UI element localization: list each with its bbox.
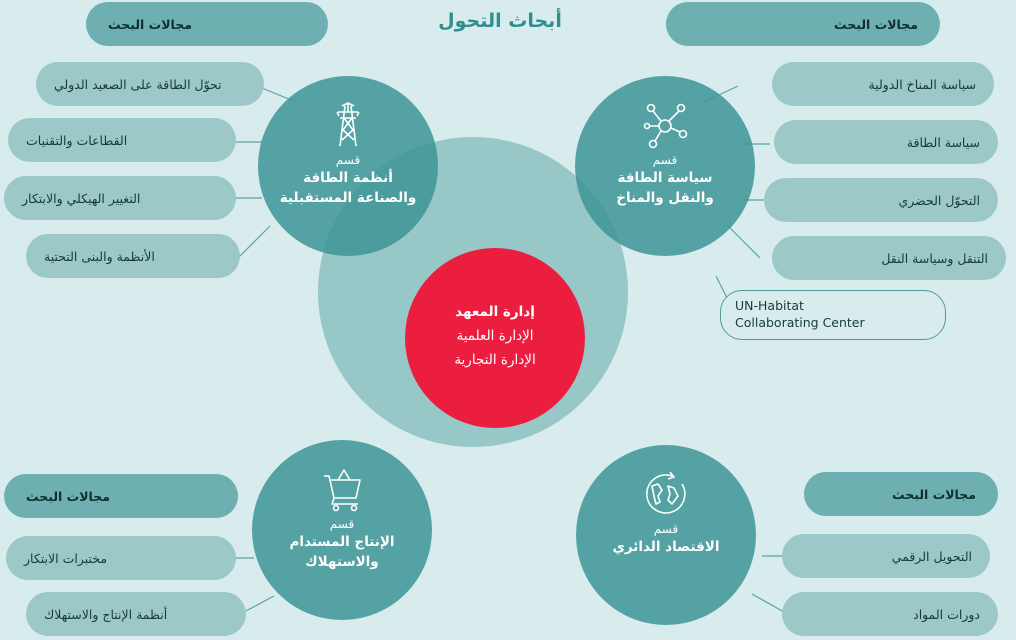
- connector-line: [751, 593, 785, 613]
- area-pill-international-climate: سياسة المناخ الدولية: [772, 62, 994, 106]
- dept-prefix: قسم: [335, 153, 361, 167]
- dept-name-line2: والصناعة المستقبلية: [279, 189, 417, 206]
- area-pill-international-energy: تحوّل الطاقة على الصعيد الدولي: [36, 62, 264, 106]
- institute-management-title: إدارة المعهد: [455, 303, 535, 320]
- area-pill-systems-infrastructure: الأنظمة والبنى التحتية: [26, 234, 240, 278]
- diagram-title: أبحاث التحول: [438, 10, 562, 32]
- institute-management-circle: إدارة المعهد الإدارة العلمية الإدارة الت…: [405, 248, 585, 428]
- dept-name-line2: والاستهلاك: [305, 553, 379, 570]
- dept-prefix: قسم: [652, 153, 678, 167]
- dept-name-line2: والنقل والمناخ: [616, 189, 714, 206]
- area-pill-energy-policy: سياسة الطاقة: [774, 120, 998, 164]
- shopping-cart-icon: [320, 466, 364, 512]
- area-pill-material-cycles: دورات المواد: [782, 592, 998, 636]
- dept-sustainable-production: قسم الإنتاج المستدام والاستهلاك: [252, 440, 432, 620]
- area-pill-sectors-technologies: القطاعات والتقنيات: [8, 118, 236, 162]
- dept-name-line1: الاقتصاد الدائري: [612, 539, 720, 556]
- dept-prefix: قسم: [329, 517, 355, 531]
- un-habitat-line: UN-Habitat: [735, 298, 804, 314]
- research-areas-header-bottom-left: مجالات البحث: [4, 474, 238, 518]
- dept-prefix: قسم: [653, 522, 679, 536]
- connector-line: [243, 595, 275, 613]
- dept-name-line1: الإنتاج المستدام: [289, 534, 395, 551]
- power-pylon-icon: [328, 102, 368, 148]
- area-pill-mobility-policy: التنقل وسياسة النقل: [772, 236, 1006, 280]
- research-areas-header-top-left: مجالات البحث: [86, 2, 328, 46]
- research-areas-header-top-right: مجالات البحث: [666, 2, 940, 46]
- area-pill-digital-transformation: التحويل الرقمي: [782, 534, 990, 578]
- dept-name-line1: سياسة الطاقة: [617, 170, 713, 187]
- dept-circular-economy: قسم الاقتصاد الدائري: [576, 445, 756, 625]
- area-pill-production-consumption: أنظمة الإنتاج والاستهلاك: [26, 592, 246, 636]
- scientific-management-label: الإدارة العلمية: [456, 327, 534, 344]
- area-pill-urban-transition: التحوّل الحضري: [764, 178, 998, 222]
- area-pill-structural-change: التغيير الهيكلي والابتكار: [4, 176, 236, 220]
- business-management-label: الإدارة التجارية: [454, 352, 536, 368]
- dept-name-line1: أنظمة الطاقة: [303, 170, 393, 187]
- research-areas-header-bottom-right: مجالات البحث: [804, 472, 998, 516]
- network-nodes-icon: [639, 102, 691, 149]
- dept-energy-policy: قسم سياسة الطاقة والنقل والمناخ: [575, 76, 755, 256]
- un-habitat-pill: UN-Habitat Collaborating Center: [720, 290, 946, 340]
- dept-energy-systems: قسم أنظمة الطاقة والصناعة المستقبلية: [258, 76, 438, 256]
- connector-line: [237, 225, 271, 259]
- area-pill-innovation-labs: مختبرات الابتكار: [6, 536, 236, 580]
- globe-cycle-icon: [642, 471, 690, 517]
- collaborating-center-line: Collaborating Center: [735, 315, 865, 330]
- connector-line: [727, 225, 761, 259]
